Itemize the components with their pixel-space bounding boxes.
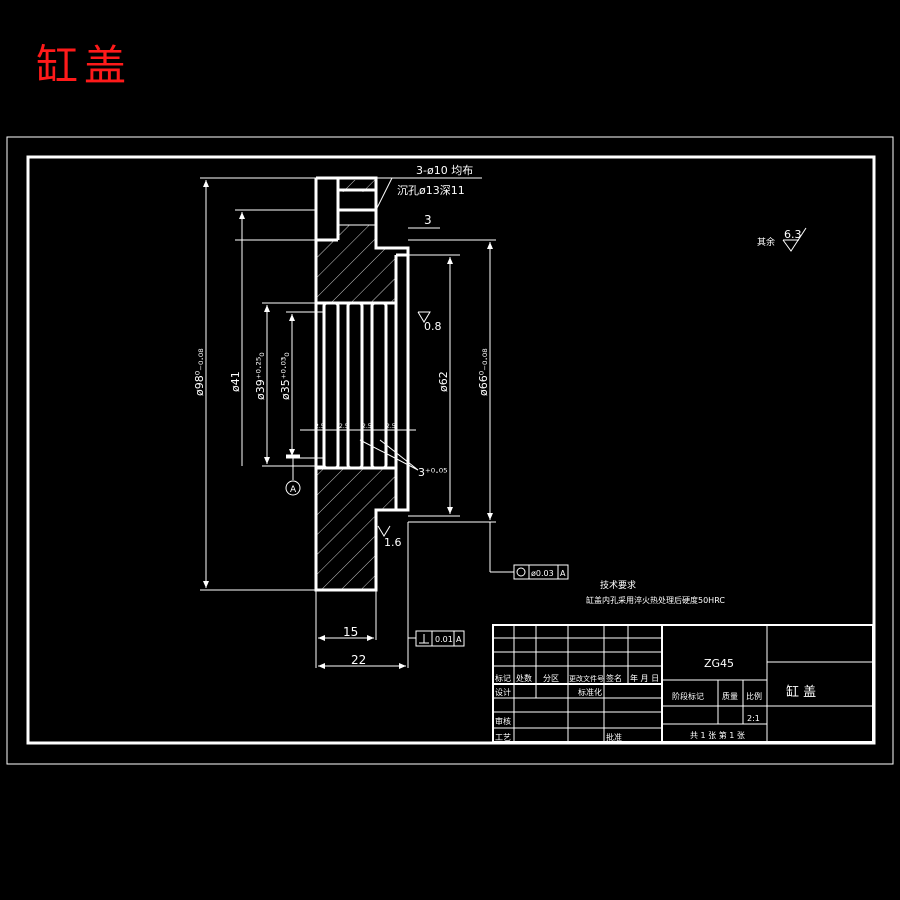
material-label: ZG45 [704,657,734,670]
tb-process: 工艺 [495,733,511,742]
coaxiality-value: ø0.03 [531,569,554,578]
part-name-label: 缸 盖 [786,684,816,700]
tb-sign: 签名 [606,673,622,683]
len-22-dim: 22 [351,653,366,667]
groove-note: 3⁺⁰·⁰⁵ [418,466,448,479]
perpendicularity-frame [408,630,465,647]
d66-dim: ø66⁰₋₀.₀₈ [477,348,490,396]
dimension-lines [203,180,514,669]
roughness-16: 1.6 [384,536,402,549]
tb-scale-value: 2:1 [747,714,760,723]
roughness-symbols [377,227,807,537]
drawing-banner-title: 缸盖 [36,41,133,90]
groove-width-2: 2.5 [339,423,349,430]
d41-dim: ø41 [229,371,242,392]
tech-req-line1: 缸盖内孔采用淬火热处理后硬度50HRC [586,595,725,605]
datum-a-symbol [285,454,301,496]
tb-date: 年 月 日 [630,673,659,683]
tb-weight: 质量 [722,691,738,701]
roughness-08: 0.8 [424,320,442,333]
datum-a-label: A [290,485,297,495]
part-outline [314,176,410,592]
groove-width-1: 2.5 [315,423,325,430]
tb-scale: 比例 [746,691,762,701]
tb-docno: 更改文件号 [569,674,604,683]
counterbore-note: 沉孔ø13深11 [397,184,465,197]
coaxiality-datum: A [560,569,566,578]
d62-dim: ø62 [437,371,450,392]
tb-design: 设计 [495,687,511,697]
tb-zone: 分区 [543,674,559,683]
tb-stage: 阶段标记 [672,691,704,701]
tb-mark: 标记 [495,673,511,683]
coaxiality-frame [513,564,569,580]
d98-dim: ø98⁰₋₀.₀₈ [193,348,206,396]
perpendicularity-value: 0.01 [435,635,453,644]
d35-dim: ø35⁺⁰·⁰³₀ [279,352,292,400]
d39-dim: ø39⁺⁰·²⁵₀ [254,352,267,400]
tb-sheets: 共 1 张 第 1 张 [690,730,745,740]
perpendicularity-datum: A [456,635,462,644]
holes-note: 3-ø10 均布 [416,164,473,177]
tb-count: 处数 [516,673,532,683]
groove-width-3: 2.5 [362,423,372,430]
tb-approve: 批准 [606,732,622,742]
tech-req-heading: 技术要求 [600,579,636,591]
len-15-dim: 15 [343,625,358,639]
offset-3-dim: 3 [424,213,432,227]
roughness-other-value: 6.3 [784,228,802,241]
inner-frame [26,155,876,745]
tb-std: 标准化 [578,687,602,697]
title-block [492,624,874,743]
roughness-other-label: 其余 [757,236,775,248]
tb-review: 审核 [495,716,511,726]
piston-grooves [316,301,396,470]
outer-frame [6,136,894,765]
groove-width-4: 2.5 [386,423,396,430]
